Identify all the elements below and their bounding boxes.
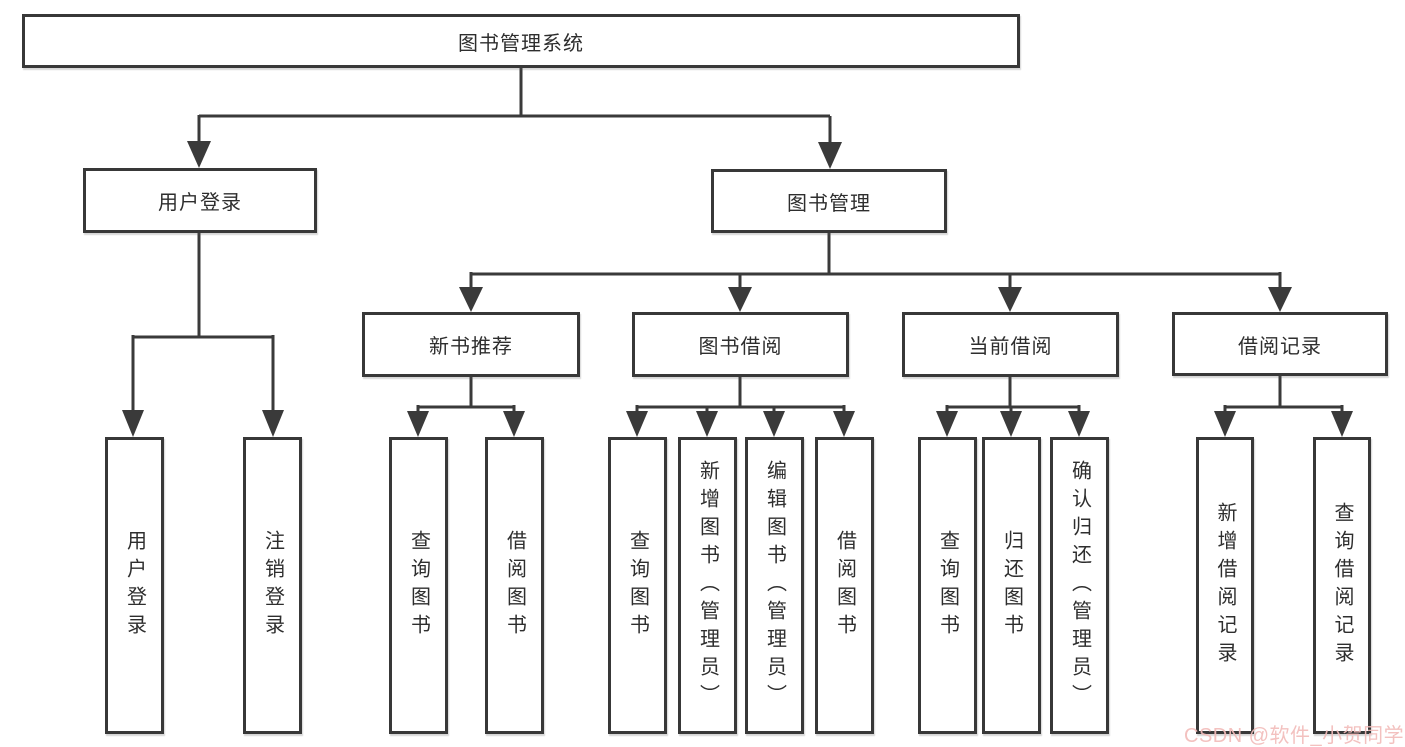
node-book-borrowing: 图书借阅 bbox=[632, 312, 849, 377]
node-label: 新书推荐 bbox=[429, 336, 513, 358]
connector-segments bbox=[131, 67, 1344, 414]
node-label: 查询图书 bbox=[626, 529, 649, 642]
leaf-query-books-recommend: 查询图书 bbox=[389, 437, 448, 734]
node-borrowing-records: 借阅记录 bbox=[1172, 312, 1388, 376]
leaf-query-books-borrowing: 查询图书 bbox=[608, 437, 667, 734]
leaf-borrow-books-recommend: 借阅图书 bbox=[485, 437, 544, 734]
node-book-management: 图书管理 bbox=[711, 169, 947, 233]
leaf-edit-book-admin: 编辑图书（管理员） bbox=[745, 437, 804, 734]
leaf-logout: 注销登录 bbox=[243, 437, 302, 734]
node-label: 新增图书（管理员） bbox=[696, 459, 719, 712]
node-label: 借阅图书 bbox=[833, 529, 856, 642]
leaf-confirm-return-admin: 确认归还（管理员） bbox=[1050, 437, 1109, 734]
node-user-login: 用户登录 bbox=[83, 168, 317, 233]
leaf-return-books: 归还图书 bbox=[982, 437, 1041, 734]
node-label: 图书借阅 bbox=[698, 336, 783, 358]
node-label: 当前借阅 bbox=[968, 336, 1053, 358]
node-label: 查询图书 bbox=[407, 529, 430, 642]
node-label: 用户登录 bbox=[123, 529, 146, 642]
node-label: 注销登录 bbox=[261, 529, 284, 642]
node-label: 借阅图书 bbox=[503, 529, 526, 642]
leaf-borrow-books: 借阅图书 bbox=[815, 437, 874, 734]
leaf-user-login: 用户登录 bbox=[105, 437, 164, 734]
node-label: 归还图书 bbox=[1000, 529, 1023, 642]
leaf-add-book-admin: 新增图书（管理员） bbox=[678, 437, 737, 734]
node-label: 编辑图书（管理员） bbox=[763, 459, 786, 712]
node-label: 查询图书 bbox=[936, 529, 959, 642]
node-new-book-recommendation: 新书推荐 bbox=[362, 312, 580, 377]
node-label: 借阅记录 bbox=[1238, 335, 1322, 358]
node-current-borrowing: 当前借阅 bbox=[902, 312, 1119, 377]
node-library-system: 图书管理系统 bbox=[22, 14, 1020, 68]
arrowheads bbox=[122, 141, 1353, 437]
leaf-query-books-current: 查询图书 bbox=[918, 437, 977, 734]
node-label: 图书管理 bbox=[787, 192, 871, 215]
node-label: 查询借阅记录 bbox=[1331, 501, 1353, 670]
node-label: 图书管理系统 bbox=[458, 32, 584, 55]
node-label: 确认归还（管理员） bbox=[1068, 459, 1091, 712]
leaf-add-borrow-record: 新增借阅记录 bbox=[1196, 437, 1254, 734]
node-label: 用户登录 bbox=[158, 192, 242, 214]
node-label: 新增借阅记录 bbox=[1214, 501, 1236, 670]
leaf-query-borrow-record: 查询借阅记录 bbox=[1313, 437, 1371, 734]
csdn-watermark: CSDN @软件_小贺同学 bbox=[1184, 725, 1405, 747]
